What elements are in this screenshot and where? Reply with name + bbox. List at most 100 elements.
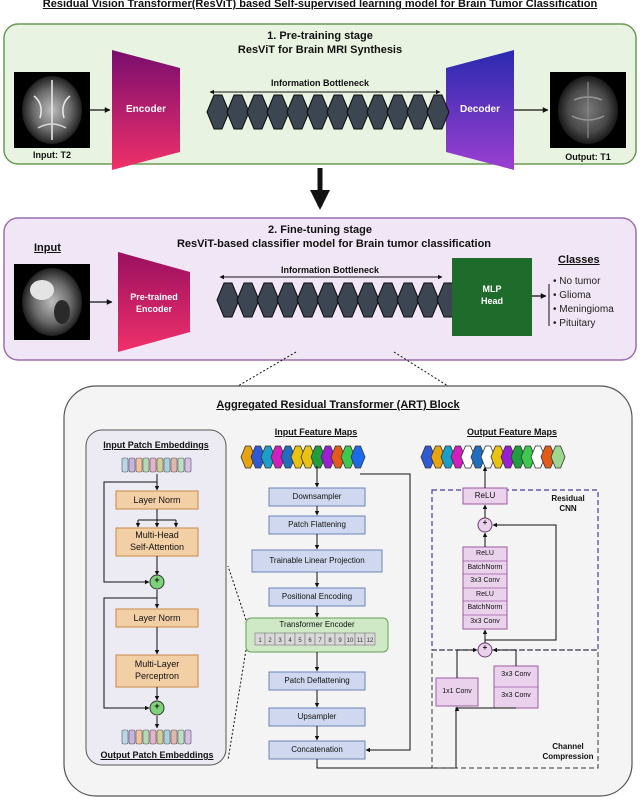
stack-batchnorm-2: BatchNorm <box>467 604 503 611</box>
encoder-patch-number: 1 <box>258 638 262 644</box>
patch-embedding-token <box>149 729 157 745</box>
zoom-line-left <box>237 351 297 387</box>
bullet-icon: • <box>553 318 560 329</box>
mlp-perceptron-label-2: Perceptron <box>134 671 180 681</box>
mlp-head-label-2: Head <box>480 296 504 306</box>
residual-add-2 <box>149 700 165 716</box>
residual-cnn-title-1: Residual <box>551 494 585 503</box>
stack-batchnorm-1: BatchNorm <box>467 564 503 571</box>
patch-embedding-token <box>142 457 150 473</box>
encoder-patch-number: 7 <box>318 638 322 644</box>
transformer-connections <box>103 474 179 729</box>
conv-3x3-b-label: 3x3 Conv <box>501 692 531 699</box>
patch-embedding-token <box>177 457 185 473</box>
layer-norm-2-label: Layer Norm <box>133 613 181 623</box>
conv-stack-dividers <box>463 560 507 616</box>
linear-projection-label: Trainable Linear Projection <box>269 556 365 565</box>
patch-embedding-token <box>121 457 129 473</box>
patch-embedding-token <box>156 457 164 473</box>
mhsa-label-2: Self-Attention <box>129 542 185 552</box>
output-feature-maps <box>420 445 566 469</box>
finetune-bottleneck-label: Information Bottleneck <box>280 265 380 275</box>
downsampler-label: Downsampler <box>292 492 342 501</box>
cnn-add-1-label: + <box>482 518 488 527</box>
encoder-patch-token <box>364 632 376 646</box>
bottleneck-label: Information Bottleneck <box>270 78 370 88</box>
art-block-title: Aggregated Residual Transformer (ART) Bl… <box>216 399 460 411</box>
output-t1-mri-image <box>550 72 626 148</box>
output-feature-maps-title: Output Feature Maps <box>466 427 558 437</box>
zoom-line-right <box>393 351 449 387</box>
encoder-block <box>112 50 180 170</box>
concatenation-label: Concatenation <box>291 745 343 754</box>
classes-title: Classes <box>558 254 600 266</box>
channel-compression-title-2: Compression <box>542 752 594 761</box>
patch-embedding-token <box>163 457 171 473</box>
layer-norm-1-label: Layer Norm <box>133 495 181 505</box>
patch-embedding-token <box>142 729 150 745</box>
mlp-head-block <box>452 258 532 336</box>
mlp-head-label-1: MLP <box>482 284 502 294</box>
conv-3x3-a-label: 3x3 Conv <box>501 671 531 678</box>
positional-encoding-label: Positional Encoding <box>281 592 353 601</box>
patch-embedding-token <box>135 729 143 745</box>
input-t2-mri-image <box>14 72 90 148</box>
bullet-icon: • <box>553 290 560 301</box>
stack-conv-2: 3x3 Conv <box>470 618 500 625</box>
patch-embedding-token <box>184 729 192 745</box>
class-item: • No tumor <box>553 276 600 287</box>
pretrain-heading: 1. Pre-training stage <box>267 30 373 42</box>
input-mri-image <box>14 264 90 340</box>
encoder-patch-number: 3 <box>278 638 282 644</box>
patch-embedding-token <box>156 729 164 745</box>
residual-cnn-title-2: CNN <box>559 504 577 513</box>
class-label: No tumor <box>559 276 601 287</box>
output-t1-label: Output: T1 <box>565 152 611 162</box>
residual-add-2-label: + <box>154 701 160 711</box>
decoder-label: Decoder <box>459 104 501 115</box>
conv-1x1-label: 1x1 Conv <box>442 688 472 695</box>
class-item: • Meningioma <box>553 304 614 315</box>
input-feature-maps <box>240 445 366 469</box>
mhsa-label-1: Multi-Head <box>135 530 179 540</box>
residual-add-1-label: + <box>154 575 160 585</box>
encoder-patch-number: 8 <box>328 638 332 644</box>
stack-relu-2: ReLU <box>476 591 494 598</box>
class-label: Glioma <box>559 290 591 301</box>
upsampler-label: Upsampler <box>297 712 337 721</box>
zoom-encoder-line-bottom <box>227 649 247 761</box>
bottleneck-hexagon <box>426 94 450 130</box>
class-item: • Pituitary <box>553 318 595 329</box>
feature-map-hexagon <box>550 445 566 469</box>
encoder-patch-number: 6 <box>308 638 312 644</box>
class-label: Meningioma <box>559 304 614 315</box>
finetune-subheading: ResViT-based classifier model for Brain … <box>176 238 492 250</box>
patch-embedding-token <box>163 729 171 745</box>
top-relu-label: ReLU <box>474 491 496 500</box>
patch-flattening-label: Patch Flattening <box>288 520 346 529</box>
input-feature-maps-title: Input Feature Maps <box>274 427 358 437</box>
mlp-perceptron-box <box>115 654 199 688</box>
transformer-encoder-label: Transformer Encoder <box>279 620 355 629</box>
encoder-patch-number: 4 <box>288 638 292 644</box>
pretrained-encoder-block <box>118 252 190 352</box>
input-t2-label: Input: T2 <box>33 150 71 160</box>
encoder-patch-number: 5 <box>298 638 302 644</box>
output-patch-embeddings-strip <box>121 729 192 745</box>
decoder-block <box>446 50 514 170</box>
encoder-patch-number: 11 <box>357 638 364 644</box>
encoder-label: Encoder <box>125 104 167 115</box>
encoder-patch-number: 2 <box>268 638 272 644</box>
bullet-icon: • <box>553 276 560 287</box>
patch-embedding-token <box>170 457 178 473</box>
conv-1x1-box <box>435 677 479 707</box>
information-bottleneck-hexagons <box>206 94 450 130</box>
patch-embedding-token <box>170 729 178 745</box>
patch-embedding-token <box>149 457 157 473</box>
encoder-patch-number: 9 <box>338 638 342 644</box>
finetune-input-title: Input <box>34 242 61 254</box>
patch-embedding-token <box>128 457 136 473</box>
multi-head-attention-box <box>115 527 199 557</box>
